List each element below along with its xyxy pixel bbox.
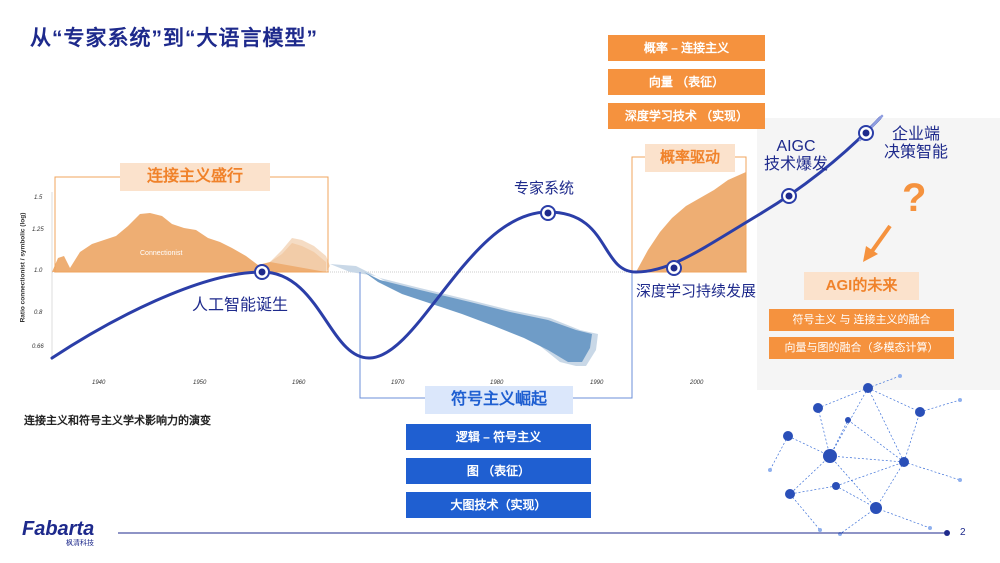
annotation-deep-learning: 深度学习持续发展 (636, 283, 757, 300)
arrow-to-agi-icon (863, 224, 892, 262)
xtick-2000: 2000 (690, 380, 704, 386)
chart-caption: 连接主义和符号主义学术影响力的演变 (24, 415, 211, 427)
annotation-enterprise: 企业端 决策智能 (884, 126, 948, 162)
xtick-1990: 1990 (590, 380, 604, 386)
company-logo: Fabarta 枫清科技 (22, 518, 94, 548)
logo-name: Fabarta (22, 518, 95, 540)
right-box-fusion-vector-graph: 向量与图的融合（多模态计算） (769, 337, 954, 359)
point-expert-system (540, 205, 556, 221)
page-number: 2 (960, 527, 966, 538)
annotation-expert-system: 专家系统 (514, 180, 575, 197)
point-deep-learning (666, 260, 682, 276)
footer-dot (944, 530, 950, 536)
annotation-ai-birth: 人工智能诞生 (192, 297, 289, 314)
ytick-0-8: 0.8 (34, 310, 43, 316)
symbolic-area-label: Symbolic (498, 288, 527, 295)
logo-subtitle: 枫清科技 (66, 540, 94, 547)
ytick-1-0: 1.0 (34, 268, 43, 274)
connectionist-area (52, 213, 326, 272)
top-box-deep-learning: 深度学习技术 （实现） (608, 103, 765, 129)
network-graph-icon (769, 375, 961, 535)
xtick-1980: 1980 (490, 380, 504, 386)
point-enterprise (858, 125, 874, 141)
annotation-aigc-line2: 技术爆发 (764, 156, 829, 173)
xtick-1950: 1950 (193, 380, 207, 386)
evolution-curve (50, 116, 882, 360)
network-nodes (768, 374, 962, 536)
annotation-aigc: AIGC 技术爆发 (764, 138, 828, 174)
connectionist-area-shadow (270, 238, 330, 272)
y-axis-label: Ratio connectionist / symbolic (log) (19, 212, 27, 323)
xtick-1970: 1970 (391, 380, 405, 386)
bottom-box-graph: 图 （表征） (406, 458, 591, 484)
annotation-enterprise-line2: 决策智能 (884, 144, 949, 161)
symbolic-area (364, 272, 592, 362)
page-title: 从“专家系统”到“大语言模型” (30, 27, 318, 50)
top-box-vector: 向量 （表征） (608, 69, 765, 95)
question-mark-icon: ? (902, 176, 927, 220)
bottom-box-logic: 逻辑 – 符号主义 (406, 424, 591, 450)
label-connectionism-rise: 连接主义盛行 (120, 163, 270, 191)
annotation-aigc-line1: AIGC (776, 138, 816, 155)
ytick-1-5: 1.5 (34, 195, 43, 201)
annotation-enterprise-line1: 企业端 (892, 126, 941, 143)
label-symbolism-rise: 符号主义崛起 (425, 386, 573, 414)
label-agi-future: AGI的未来 (804, 272, 919, 300)
xtick-1960: 1960 (292, 380, 306, 386)
connectionist-area-label: Connectionist (140, 250, 183, 257)
ytick-0-66: 0.66 (32, 344, 44, 350)
top-box-probability: 概率 – 连接主义 (608, 35, 765, 61)
ytick-1-25: 1.25 (32, 227, 44, 233)
xtick-1940: 1940 (92, 380, 106, 386)
bottom-box-big-graph: 大图技术（实现） (406, 492, 591, 518)
point-ai-birth (254, 264, 270, 280)
right-box-fusion-symbolic-connectionist: 符号主义 与 连接主义的融合 (769, 309, 954, 331)
probability-area (636, 172, 746, 272)
label-probability-driven: 概率驱动 (645, 144, 735, 172)
point-aigc (781, 188, 797, 204)
